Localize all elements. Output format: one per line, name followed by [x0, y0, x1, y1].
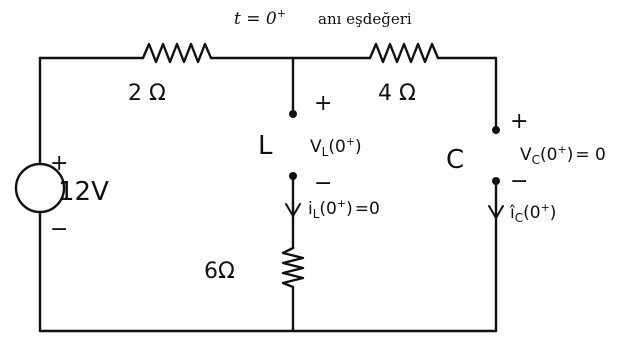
current-arrow-il	[285, 191, 301, 217]
label-6ohm: 6Ω	[204, 259, 235, 284]
capacitor-terminal-top	[492, 126, 500, 134]
inductor-plus: +	[314, 91, 332, 116]
label-inductor: L	[258, 131, 273, 161]
label-4ohm: 4 Ω	[378, 81, 416, 106]
source-minus: −	[50, 217, 68, 242]
capacitor-minus: −	[510, 169, 528, 194]
resistor-4ohm	[368, 42, 440, 64]
source-plus: +	[50, 151, 68, 176]
title-main: t = 0+	[234, 7, 286, 29]
label-source: 12V	[58, 177, 109, 207]
label-ic: îC(0+)	[509, 201, 556, 225]
inductor-minus: −	[314, 171, 332, 196]
wire-top-right	[436, 56, 498, 130]
label-vc: VC(0+)= 0	[520, 143, 606, 167]
label-vl: VL(0+)	[310, 135, 362, 159]
resistor-6ohm	[281, 246, 305, 289]
resistor-2ohm	[141, 42, 213, 64]
inductor-terminal-top	[289, 110, 297, 118]
title-rest: anı eşdeğeri	[318, 10, 412, 28]
label-il: iL(0+)=0	[308, 197, 380, 221]
capacitor-plus: +	[510, 109, 528, 134]
label-2ohm: 2 Ω	[128, 81, 166, 106]
current-arrow-ic	[488, 193, 504, 219]
label-capacitor: C	[446, 145, 464, 175]
